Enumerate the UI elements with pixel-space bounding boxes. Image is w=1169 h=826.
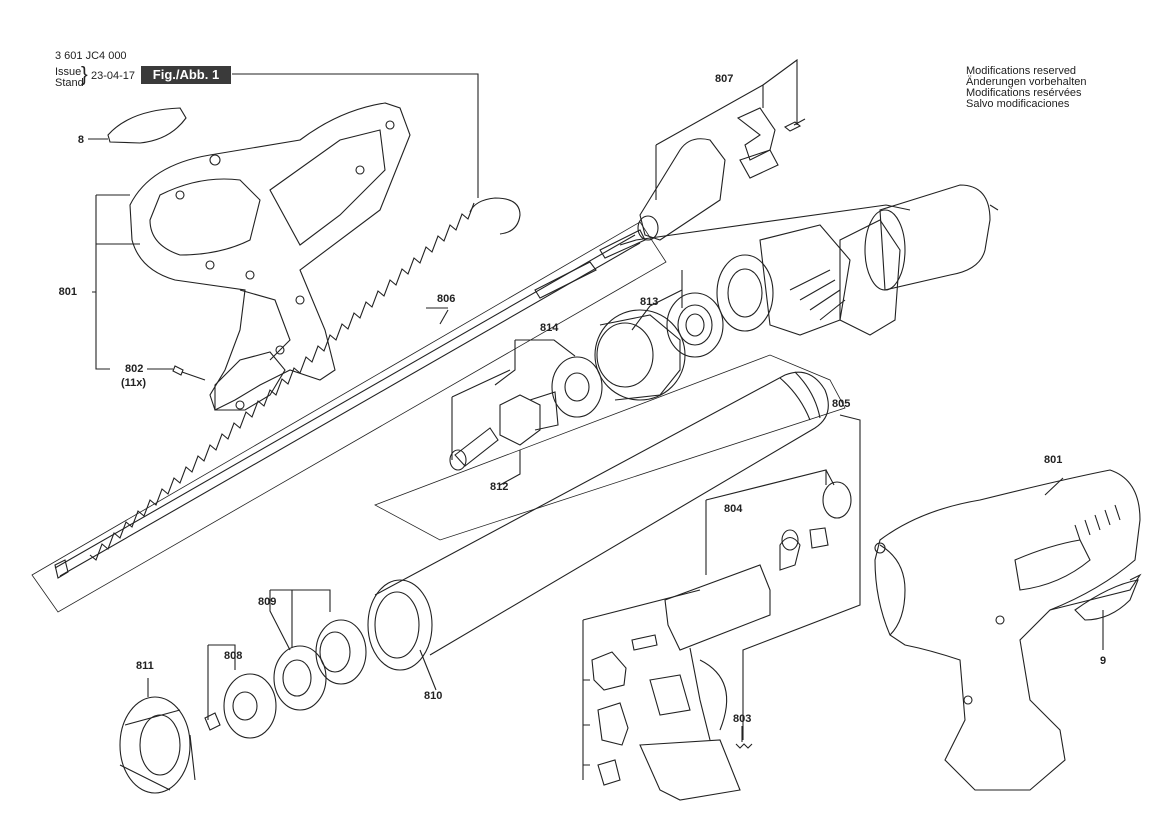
- modification-notes: Modifications reserved Änderungen vorbeh…: [966, 66, 1086, 110]
- callout-813: 813: [640, 296, 658, 308]
- cartridge-tube-810: [367, 371, 829, 671]
- issue-date: 23-04-17: [91, 70, 136, 82]
- callout-811: 811: [136, 660, 154, 672]
- label-8: [107, 107, 187, 144]
- plunger-808: [204, 673, 277, 739]
- trigger-lever-807: [637, 107, 806, 241]
- housing-half-left: [129, 102, 411, 411]
- callout-802-qty: (11x): [121, 377, 146, 389]
- note-fr: Modifications resérvées: [966, 87, 1082, 99]
- callout-814: 814: [540, 322, 559, 334]
- callout-802: 802: [125, 363, 143, 375]
- callout-801-left: 801: [59, 286, 77, 298]
- switch-part-a: [591, 651, 627, 691]
- switch-part-c: [597, 759, 621, 786]
- electronics-804: [631, 481, 852, 801]
- callout-801-right: 801: [1044, 454, 1062, 466]
- ring-nut-813: [594, 292, 724, 401]
- screw-802: [172, 365, 206, 381]
- washer-814: [551, 356, 603, 418]
- motor-gearbox: [716, 184, 999, 336]
- piston-rod-806: [54, 202, 646, 579]
- callout-805: 805: [832, 398, 850, 410]
- c-clip: [469, 197, 521, 235]
- callout-804: 804: [724, 503, 743, 515]
- seal-809: [273, 619, 367, 711]
- callout-803: 803: [733, 713, 751, 725]
- callout-812: 812: [490, 481, 508, 493]
- note-en: Modifications reserved: [966, 65, 1077, 77]
- end-cap-811: [119, 696, 196, 794]
- spring-803: [735, 743, 753, 749]
- callout-809: 809: [258, 596, 276, 608]
- housing-half-right: [874, 469, 1142, 791]
- callout-807: 807: [715, 73, 733, 85]
- figure-label: Fig./Abb. 1: [141, 66, 231, 84]
- callout-808: 808: [224, 650, 242, 662]
- fitting-812: [449, 391, 559, 471]
- stand-label: Stand: [55, 77, 84, 89]
- callout-806: 806: [437, 293, 455, 305]
- callout-810: 810: [424, 690, 442, 702]
- callout-9: 9: [1100, 655, 1106, 667]
- brace: }: [81, 64, 88, 86]
- note-de: Änderungen vorbehalten: [966, 76, 1087, 88]
- note-es: Salvo modificaciones: [966, 98, 1070, 110]
- switch-part-b: [597, 702, 629, 746]
- part-number: 3 601 JC4 000: [55, 50, 127, 62]
- callout-8: 8: [78, 134, 84, 146]
- issue-label: Issue: [55, 66, 82, 78]
